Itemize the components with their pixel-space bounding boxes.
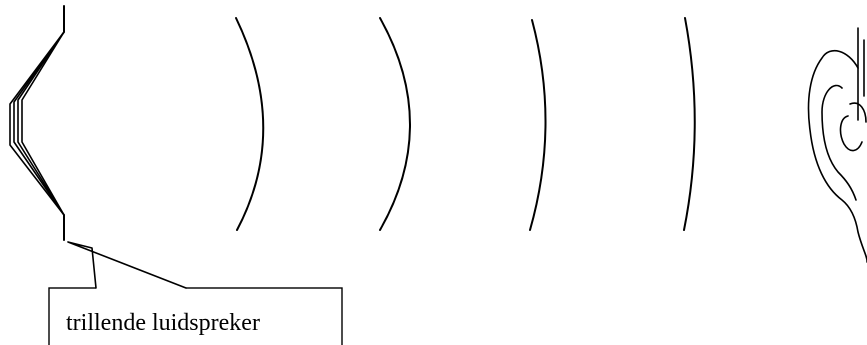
wave-front-3	[529, 19, 547, 231]
wave-front-2	[379, 17, 411, 231]
loudspeaker-callout: trillende luidspreker	[48, 241, 343, 345]
callout-label: trillende luidspreker	[66, 310, 260, 336]
ear-icon	[807, 27, 867, 263]
wave-front-1	[235, 17, 265, 231]
sound-wave-fronts	[235, 17, 696, 231]
wave-front-4	[683, 17, 696, 231]
vibrating-loudspeaker-icon	[9, 5, 65, 241]
